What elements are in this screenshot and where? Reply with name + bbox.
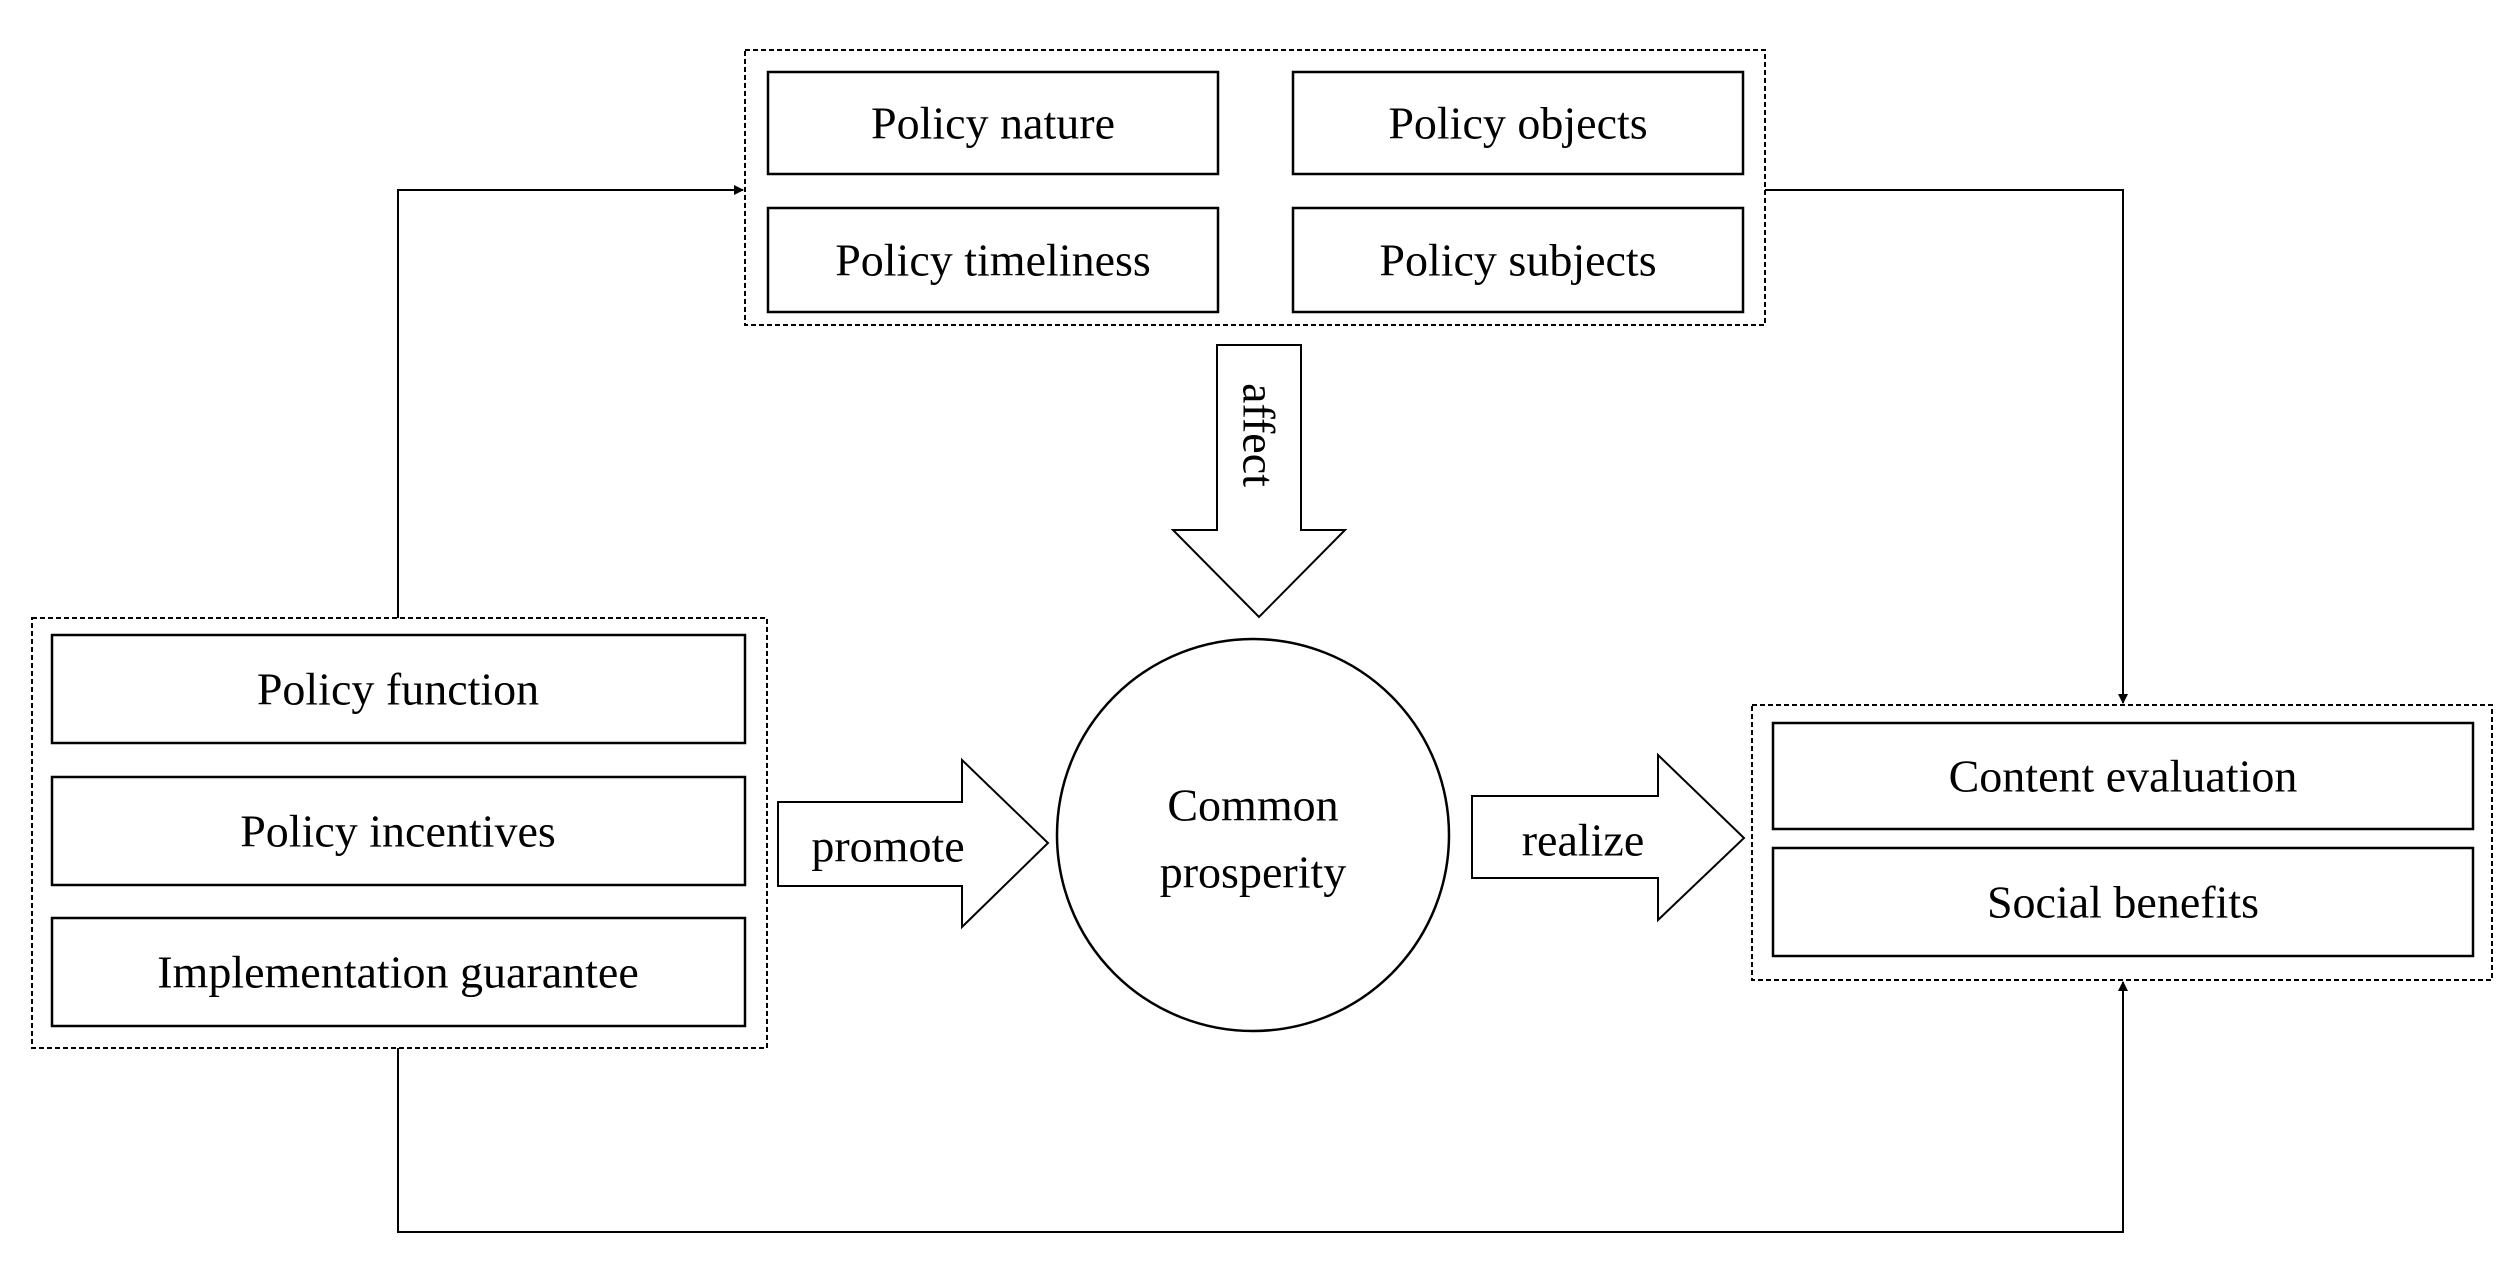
promote-label: promote bbox=[811, 821, 964, 872]
policy-objects-label: Policy objects bbox=[1388, 98, 1647, 149]
top-group-frame bbox=[744, 49, 1766, 326]
connector-left-to-right-bottom bbox=[397, 981, 2128, 1233]
policy-incentives-label: Policy incentives bbox=[240, 806, 556, 857]
top-item-policy-nature: Policy nature bbox=[766, 70, 1220, 176]
policy-function-label: Policy function bbox=[257, 664, 539, 715]
common-prosperity-line2: prosperity bbox=[1160, 847, 1347, 898]
right-item-content-evaluation: Content evaluation bbox=[1771, 721, 2475, 831]
top-item-policy-objects: Policy objects bbox=[1291, 70, 1745, 176]
realize-label: realize bbox=[1522, 815, 1645, 866]
top-item-policy-timeliness: Policy timeliness bbox=[766, 206, 1220, 314]
top-item-policy-subjects: Policy subjects bbox=[1291, 206, 1745, 314]
policy-timeliness-label: Policy timeliness bbox=[835, 235, 1151, 286]
implementation-guarantee-label: Implementation guarantee bbox=[157, 947, 639, 998]
social-benefits-label: Social benefits bbox=[1987, 877, 2259, 928]
affect-block-arrow bbox=[1170, 344, 1348, 619]
right-item-social-benefits: Social benefits bbox=[1771, 846, 2475, 958]
policy-nature-label: Policy nature bbox=[871, 98, 1115, 149]
common-prosperity-line1: Common bbox=[1167, 780, 1338, 831]
realize-block-arrow bbox=[1471, 752, 1746, 923]
left-item-policy-incentives: Policy incentives bbox=[50, 775, 747, 887]
policy-subjects-label: Policy subjects bbox=[1379, 235, 1656, 286]
right-group-frame bbox=[1751, 704, 2493, 981]
left-group-frame bbox=[31, 617, 768, 1049]
affect-label: affect bbox=[1234, 383, 1285, 487]
promote-block-arrow bbox=[777, 757, 1050, 930]
left-item-implementation-guarantee: Implementation guarantee bbox=[50, 916, 747, 1028]
connector-top-to-right bbox=[1765, 189, 2128, 704]
content-evaluation-label: Content evaluation bbox=[1949, 751, 2298, 802]
common-prosperity-circle bbox=[1055, 637, 1451, 1033]
connector-left-to-top bbox=[397, 185, 744, 618]
left-item-policy-function: Policy function bbox=[50, 633, 747, 745]
